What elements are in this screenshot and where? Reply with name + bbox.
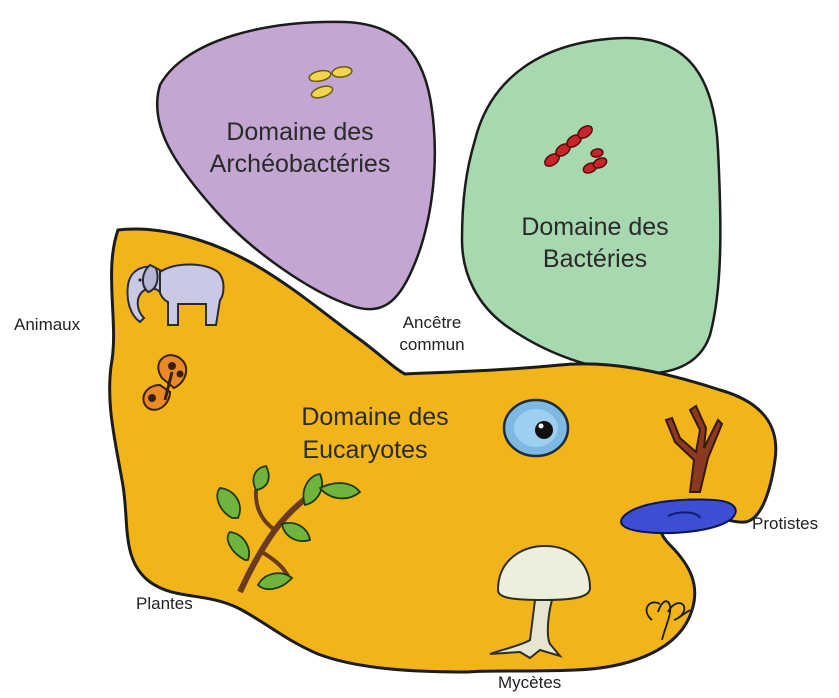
animals-label: Animaux [14, 315, 81, 334]
archaea-title-line1: Domaine des [226, 118, 373, 146]
protists-label: Protistes [752, 514, 818, 533]
eye-cell-icon [504, 400, 568, 456]
bacteria-title-line1: Domaine des [521, 213, 668, 241]
fungi-label: Mycètes [498, 673, 561, 692]
ancestor-label-line2: commun [399, 335, 464, 354]
plants-label: Plantes [136, 594, 193, 613]
ancestor-label-line1: Ancêtre [403, 313, 462, 332]
bacteria-domain-lobe [462, 38, 720, 373]
bacteria-title-line2: Bactéries [543, 245, 647, 273]
eukaryote-title-line2: Eucaryotes [302, 436, 427, 464]
eukaryote-title-line1: Domaine des [301, 403, 448, 431]
archaea-title-line2: Archéobactéries [210, 150, 391, 178]
